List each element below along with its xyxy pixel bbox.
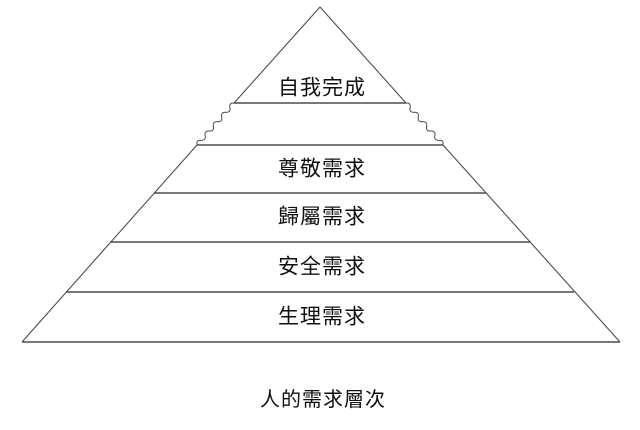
level-label-self-actualization: 自我完成	[278, 76, 366, 100]
left-side-edge	[21, 144, 198, 343]
level-label-physiological: 生理需求	[278, 305, 366, 329]
apex-left-edge	[233, 6, 321, 104]
level-label-safety: 安全需求	[278, 255, 366, 279]
right-side-edge	[442, 144, 621, 343]
level-label-belonging: 歸屬需求	[278, 205, 366, 229]
right-break-squiggle	[405, 102, 444, 146]
left-break-squiggle	[196, 102, 235, 146]
diagram-caption: 人的需求層次	[260, 389, 386, 411]
level-label-esteem: 尊敬需求	[278, 157, 366, 181]
apex-right-edge	[319, 6, 407, 104]
